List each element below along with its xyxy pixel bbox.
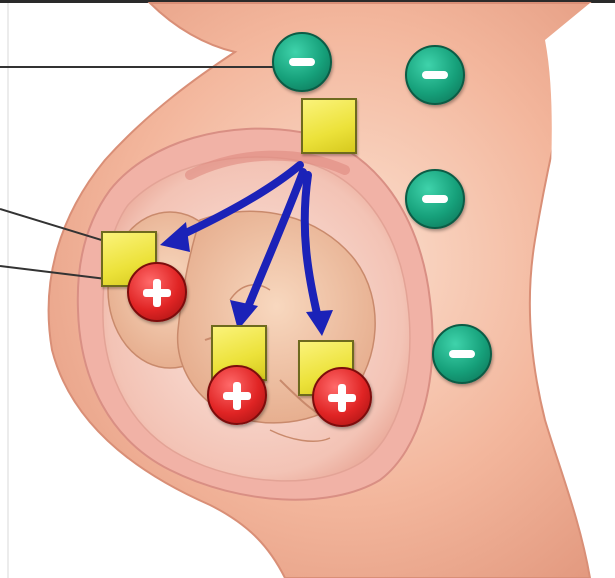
yellow-square-icon-maternal	[301, 98, 357, 154]
minus-circle-icon-1	[272, 32, 332, 92]
plus-circle-icon-3	[312, 367, 372, 427]
minus-circle-icon-2	[405, 45, 465, 105]
minus-circle-icon-4	[432, 324, 492, 384]
pointer-line-top	[0, 66, 278, 68]
plus-circle-icon-2	[207, 365, 267, 425]
minus-circle-icon-3	[405, 169, 465, 229]
plus-circle-icon-1	[127, 262, 187, 322]
